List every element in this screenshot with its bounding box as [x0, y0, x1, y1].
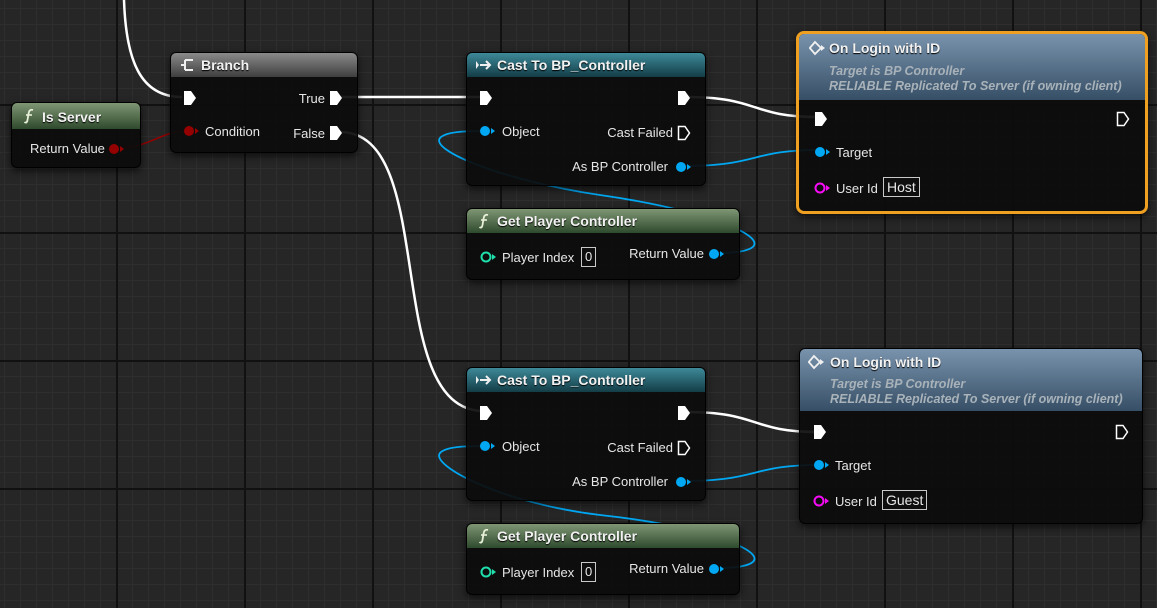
player-index-label: Player Index	[502, 565, 575, 580]
object-label: Object	[502, 439, 540, 454]
as-bp-controller-label: As BP Controller	[572, 474, 668, 489]
branch-header: Branch	[171, 53, 357, 77]
object-target-pin[interactable]	[814, 146, 830, 158]
is-server-node[interactable]: Is Server Return Value	[11, 102, 141, 168]
object-output-pin[interactable]	[675, 476, 691, 488]
object-input-pin[interactable]	[479, 125, 495, 137]
get-pc-top-header: Get Player Controller	[467, 209, 739, 233]
exec-input-pin[interactable]	[479, 90, 493, 106]
custom-event-diamond-icon	[808, 354, 824, 370]
int-input-pin[interactable]	[480, 251, 496, 263]
cast-arrow-icon	[476, 375, 492, 385]
player-index-label: Player Index	[502, 250, 575, 265]
false-label: False	[293, 126, 325, 141]
exec-false-output-pin[interactable]	[329, 125, 343, 141]
int-input-pin[interactable]	[480, 566, 496, 578]
get-pc-top-title: Get Player Controller	[497, 213, 638, 229]
string-input-pin[interactable]	[813, 495, 829, 507]
exec-wire-false	[339, 130, 485, 413]
object-target-pin[interactable]	[813, 459, 829, 471]
cast-bottom-header: Cast To BP_Controller	[467, 368, 705, 392]
is-server-header: Is Server	[12, 103, 140, 129]
target-label: Target	[835, 458, 872, 473]
player-index-field[interactable]: 0	[581, 562, 597, 582]
get-pc-bottom-title: Get Player Controller	[497, 528, 638, 544]
cast-failed-label: Cast Failed	[607, 440, 673, 455]
object-wire-player-controller-top	[438, 130, 756, 254]
login-top-header: On Login with ID Target is BP Controller…	[799, 34, 1145, 100]
bool-condition-pin[interactable]	[183, 125, 199, 137]
exec-cast-failed-pin[interactable]	[677, 125, 691, 141]
is-server-return-label: Return Value	[30, 141, 105, 156]
true-label: True	[298, 91, 325, 106]
branch-icon	[181, 59, 193, 71]
exec-wire-incoming	[122, 0, 183, 99]
cast-failed-label: Cast Failed	[607, 125, 673, 140]
exec-output-pin[interactable]	[1116, 111, 1130, 127]
user-id-field[interactable]: Guest	[882, 490, 928, 510]
target-label: Target	[836, 145, 873, 160]
on-login-with-id-top-node[interactable]: On Login with ID Target is BP Controller…	[796, 31, 1148, 214]
get-player-controller-bottom-node[interactable]: Get Player Controller Player Index 0 Ret…	[466, 523, 740, 595]
exec-output-pin[interactable]	[677, 405, 691, 421]
login-top-subtitle-target: Target is BP Controller	[829, 64, 965, 78]
cast-to-bp-controller-bottom-node[interactable]: Cast To BP_Controller Object Cast Failed…	[466, 367, 706, 501]
object-label: Object	[502, 124, 540, 139]
login-top-title: On Login with ID	[829, 40, 941, 56]
string-input-pin[interactable]	[814, 182, 830, 194]
condition-label: Condition	[205, 124, 260, 139]
exec-input-pin[interactable]	[183, 90, 197, 106]
exec-input-pin[interactable]	[813, 424, 827, 440]
exec-wire-cast-bottom-to-login	[685, 410, 819, 434]
cast-top-title: Cast To BP_Controller	[497, 57, 646, 73]
cast-top-header: Cast To BP_Controller	[467, 53, 705, 77]
object-output-pin[interactable]	[675, 161, 691, 173]
object-input-pin[interactable]	[479, 440, 495, 452]
login-bottom-title: On Login with ID	[830, 354, 942, 370]
object-output-pin[interactable]	[708, 563, 724, 575]
return-value-label: Return Value	[629, 561, 704, 576]
object-output-pin[interactable]	[708, 248, 724, 260]
bool-output-pin[interactable]	[108, 143, 124, 155]
exec-input-pin[interactable]	[479, 405, 493, 421]
custom-event-diamond-icon	[809, 40, 825, 56]
cast-bottom-title: Cast To BP_Controller	[497, 372, 646, 388]
login-bottom-subtitle-replication: RELIABLE Replicated To Server (if owning…	[830, 392, 1123, 406]
branch-title: Branch	[201, 57, 250, 73]
cast-arrow-icon	[476, 60, 492, 70]
get-pc-bottom-header: Get Player Controller	[467, 524, 739, 548]
user-id-field[interactable]: Host	[883, 177, 920, 197]
login-bottom-header: On Login with ID Target is BP Controller…	[800, 349, 1142, 411]
login-top-subtitle-replication: RELIABLE Replicated To Server (if owning…	[829, 79, 1122, 93]
as-bp-controller-label: As BP Controller	[572, 159, 668, 174]
return-value-label: Return Value	[629, 246, 704, 261]
exec-output-pin[interactable]	[677, 90, 691, 106]
object-wire-player-controller-bottom	[438, 445, 756, 569]
user-id-label: User Id	[836, 181, 878, 196]
get-player-controller-top-node[interactable]: Get Player Controller Player Index 0 Ret…	[466, 208, 740, 280]
function-f-icon	[478, 213, 489, 229]
cast-to-bp-controller-top-node[interactable]: Cast To BP_Controller Object Cast Failed…	[466, 52, 706, 186]
exec-cast-failed-pin[interactable]	[677, 440, 691, 456]
user-id-label: User Id	[835, 494, 877, 509]
function-f-icon	[478, 528, 489, 544]
is-server-title: Is Server	[42, 109, 102, 125]
exec-true-output-pin[interactable]	[329, 90, 343, 106]
player-index-field[interactable]: 0	[581, 247, 597, 267]
exec-output-pin[interactable]	[1115, 424, 1129, 440]
exec-input-pin[interactable]	[814, 111, 828, 127]
on-login-with-id-bottom-node[interactable]: On Login with ID Target is BP Controller…	[799, 348, 1143, 524]
branch-node[interactable]: Branch Condition True False	[170, 52, 358, 153]
login-bottom-subtitle-target: Target is BP Controller	[830, 377, 966, 391]
function-f-icon	[23, 108, 34, 124]
